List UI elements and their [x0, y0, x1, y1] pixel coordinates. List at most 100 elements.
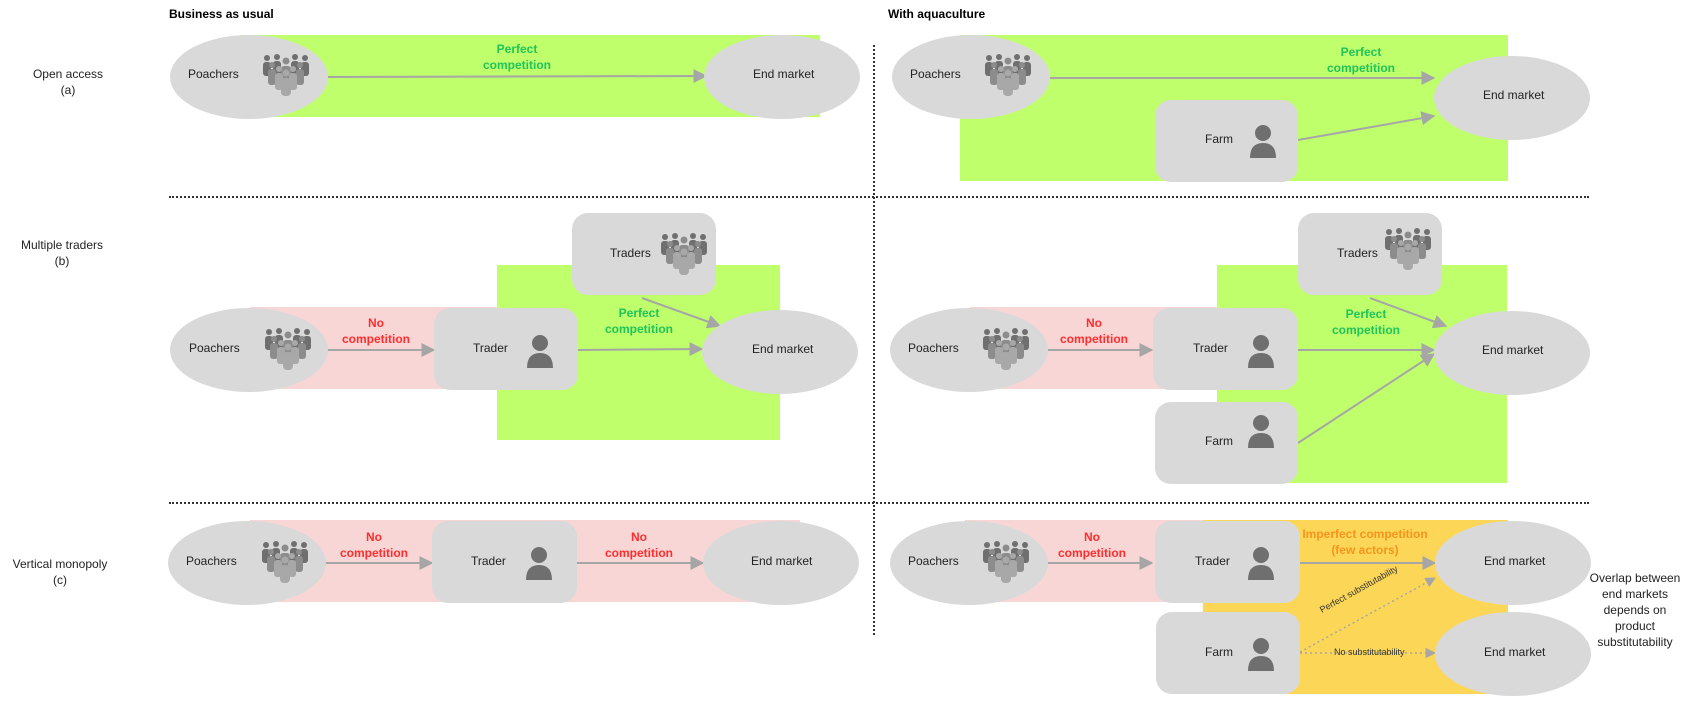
end-market-node — [704, 35, 860, 119]
row-label-letter: (b) — [54, 254, 70, 268]
farm-node — [1156, 612, 1300, 694]
trader-node — [434, 308, 578, 390]
end-market-node — [1434, 311, 1590, 395]
perfect-competition-label: Perfect competition — [1330, 306, 1402, 338]
no-competition-label: No competition — [603, 529, 675, 561]
poachers-label: Poachers — [908, 554, 959, 568]
header-with-aquaculture: With aquaculture — [888, 7, 986, 21]
label-line: Imperfect competition — [1302, 527, 1428, 541]
trader-node — [1155, 521, 1300, 603]
label-line: No — [1084, 530, 1100, 544]
label-line: competition — [605, 546, 673, 560]
arrow — [1297, 353, 1436, 444]
end-market-label: End market — [751, 554, 813, 568]
arrow — [1297, 111, 1436, 141]
row-label-letter: (a) — [60, 83, 76, 97]
trader-node — [432, 521, 577, 603]
row-label-text: Vertical monopoly — [12, 557, 108, 571]
label-line: No — [1086, 316, 1102, 330]
person-icon — [1246, 414, 1276, 453]
label-line: competition — [1332, 323, 1400, 337]
arrow — [641, 297, 722, 329]
dotted-arrow — [1299, 577, 1436, 653]
row-label-letter: (c) — [53, 573, 67, 587]
note-line: Overlap between — [1589, 571, 1681, 585]
row-divider-2 — [169, 502, 1589, 504]
no-substitutability-label: No substitutability — [1334, 647, 1405, 657]
farm-label: Farm — [1205, 132, 1233, 146]
column-divider — [873, 45, 875, 635]
traders-label: Traders — [610, 246, 651, 260]
no-competition-label: No competition — [1056, 529, 1128, 561]
arrow — [327, 69, 708, 84]
trader-label: Trader — [1195, 554, 1230, 568]
people-group-icon — [980, 327, 1032, 376]
end-market-label: End market — [753, 67, 815, 81]
person-icon — [524, 546, 554, 585]
label-line: No — [368, 316, 384, 330]
label-line: No — [366, 530, 382, 544]
row-label-open-access: Open access (a) — [8, 66, 128, 98]
trader-node — [1153, 308, 1298, 390]
farm-label: Farm — [1205, 434, 1233, 448]
label-line: Perfect — [1340, 45, 1382, 59]
people-group-icon — [262, 327, 314, 376]
people-group-icon — [658, 232, 710, 281]
person-icon — [1246, 546, 1276, 585]
no-competition-label: No competition — [338, 529, 410, 561]
row-divider-1 — [169, 196, 1589, 198]
trader-label: Trader — [471, 554, 506, 568]
end-market-label: End market — [1483, 88, 1545, 102]
trader-label: Trader — [473, 341, 508, 355]
row-label-multiple-traders: Multiple traders (b) — [2, 237, 122, 269]
note-line: product — [1614, 619, 1656, 633]
poachers-label: Poachers — [910, 67, 961, 81]
note-line: depends on — [1603, 603, 1667, 617]
end-market-label: End market — [1484, 645, 1546, 659]
perfect-competition-label: Perfect competition — [481, 41, 553, 73]
arrow — [577, 342, 704, 357]
label-line: competition — [1327, 61, 1395, 75]
header-business-as-usual: Business as usual — [169, 7, 274, 21]
overlap-note: Overlap between end markets depends on p… — [1585, 570, 1685, 650]
arrow — [1369, 297, 1448, 329]
note-line: end markets — [1601, 587, 1669, 601]
farm-label: Farm — [1205, 645, 1233, 659]
person-icon — [525, 334, 555, 373]
label-line: competition — [340, 546, 408, 560]
label-line: competition — [605, 322, 673, 336]
traders-label: Traders — [1337, 246, 1378, 260]
farm-node — [1155, 100, 1298, 182]
label-line: Perfect — [496, 42, 538, 56]
label-line: (few actors) — [1331, 543, 1399, 557]
people-group-icon — [1382, 227, 1434, 276]
end-market-node — [1434, 56, 1590, 140]
end-market-node — [1435, 612, 1591, 696]
trader-label: Trader — [1193, 341, 1228, 355]
end-market-node — [1435, 521, 1591, 605]
label-line: Perfect — [618, 306, 660, 320]
note-line: substitutability — [1597, 635, 1673, 649]
people-group-icon — [980, 540, 1032, 589]
label-line: competition — [1060, 332, 1128, 346]
label-line: Perfect — [1345, 307, 1387, 321]
end-market-label: End market — [752, 342, 814, 356]
label-line: No — [631, 530, 647, 544]
farm-node — [1155, 402, 1298, 484]
end-market-node — [703, 521, 859, 605]
poachers-label: Poachers — [908, 341, 959, 355]
label-line: competition — [342, 332, 410, 346]
poachers-label: Poachers — [188, 67, 239, 81]
perfect-competition-label: Perfect competition — [603, 305, 675, 337]
poachers-label: Poachers — [186, 554, 237, 568]
perfect-competition-label: Perfect competition — [1325, 44, 1397, 76]
no-competition-label: No competition — [340, 315, 412, 347]
end-market-node — [702, 310, 858, 394]
people-group-icon — [260, 53, 312, 102]
end-market-label: End market — [1484, 554, 1546, 568]
label-line: competition — [483, 58, 551, 72]
row-label-text: Open access — [32, 67, 104, 81]
poachers-label: Poachers — [189, 341, 240, 355]
